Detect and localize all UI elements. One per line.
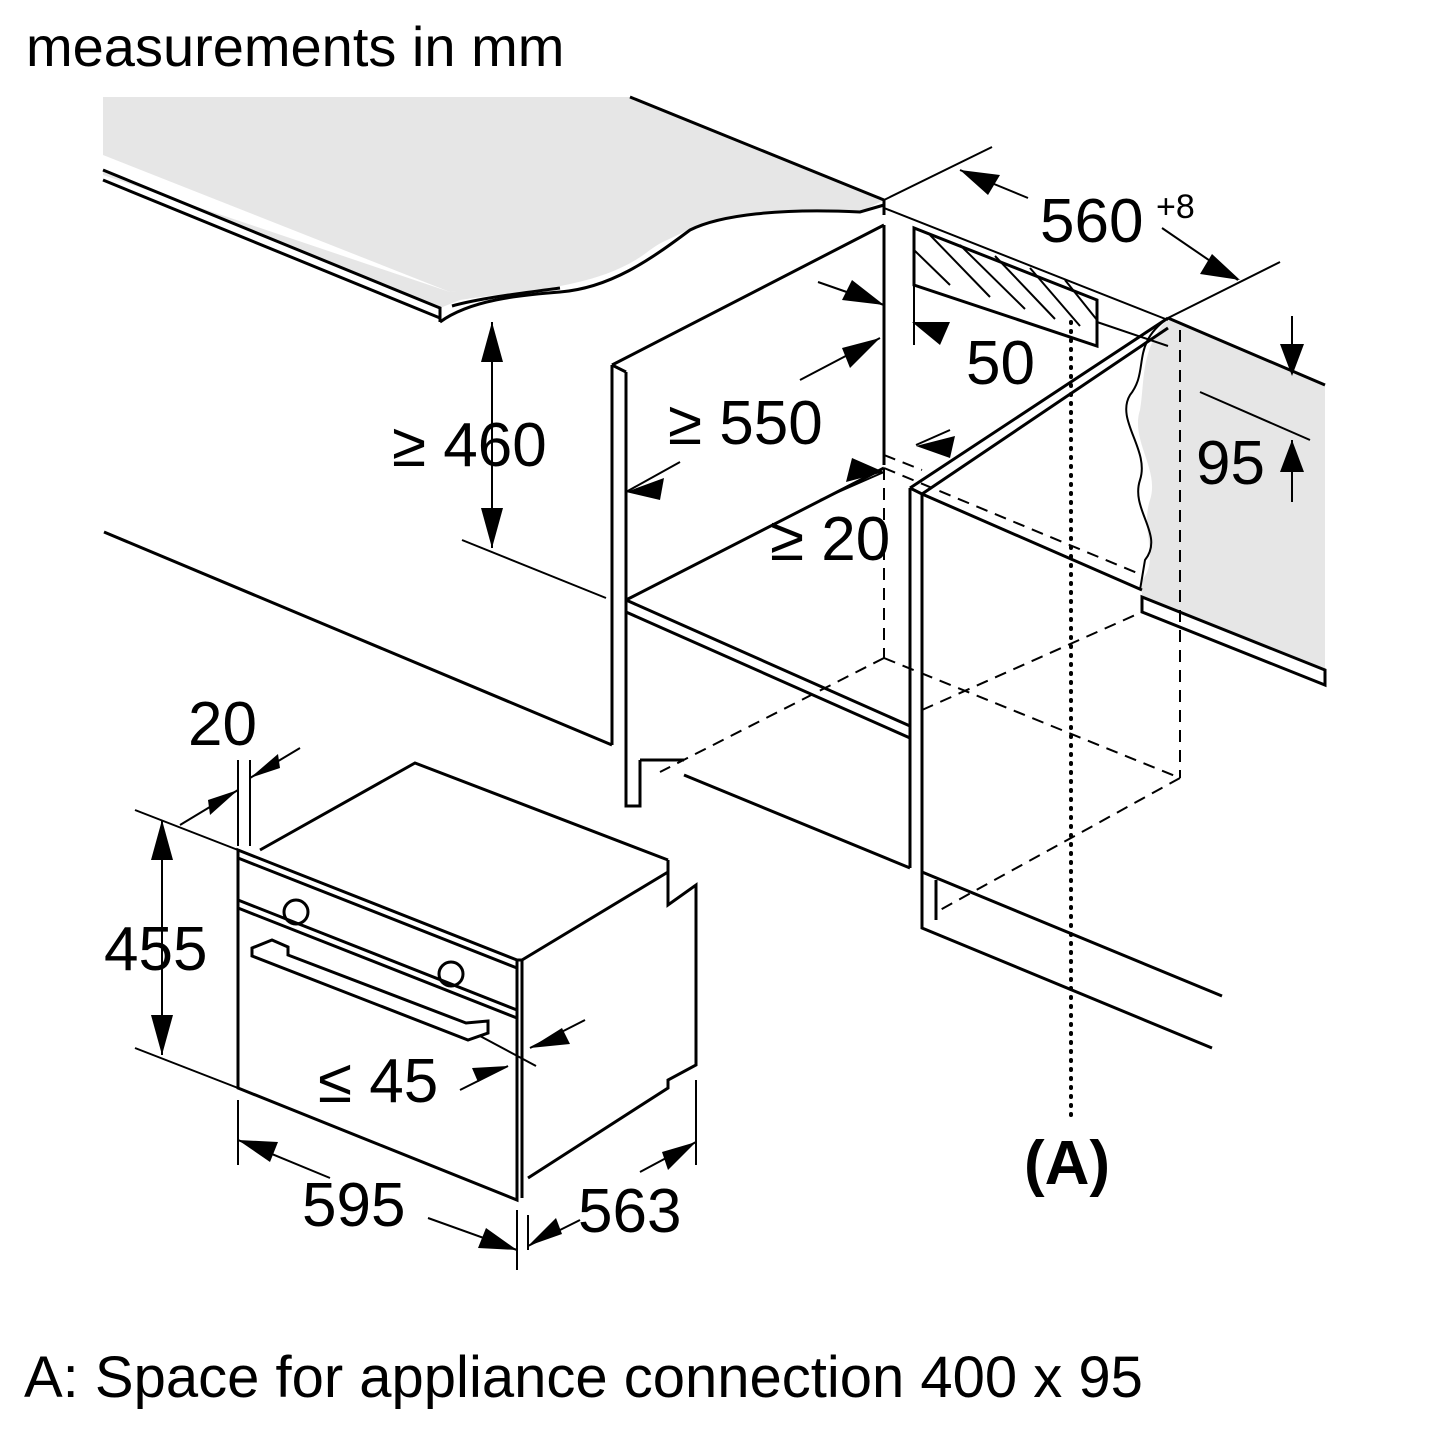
dim-niche-depth: ≥ 550 bbox=[668, 389, 823, 458]
connection-marker-label: (A) bbox=[1024, 1129, 1110, 1198]
worktop-right bbox=[1125, 316, 1327, 688]
dim-rear-gap: 50 bbox=[966, 329, 1035, 398]
worktop-left bbox=[102, 95, 886, 324]
dim-niche-width-tolerance: +8 bbox=[1156, 188, 1195, 226]
footer-note: A: Space for appliance connection 400 x … bbox=[24, 1345, 1143, 1410]
cabinet-outline bbox=[103, 223, 1223, 1050]
dim-niche-width: 560 bbox=[1040, 187, 1143, 256]
oven bbox=[236, 761, 698, 1203]
dim-oven-width: 595 bbox=[302, 1171, 405, 1240]
knob-right-icon bbox=[437, 960, 465, 988]
dim-socket-height: 95 bbox=[1196, 429, 1265, 498]
dimension-lines bbox=[134, 146, 1311, 1270]
dim-oven-depth: 563 bbox=[578, 1177, 681, 1246]
rear-wall-hatch bbox=[883, 207, 1169, 349]
dim-oven-height: 455 bbox=[104, 915, 207, 984]
header-title: measurements in mm bbox=[26, 15, 565, 78]
dim-side-panel: ≥ 20 bbox=[770, 505, 890, 574]
door-handle bbox=[250, 938, 490, 1042]
knob-left-icon bbox=[282, 898, 310, 926]
dim-door-protrusion: ≤ 45 bbox=[318, 1047, 438, 1116]
dim-worktop-clearance: ≥ 460 bbox=[392, 411, 547, 480]
dim-oven-front-overhang: 20 bbox=[188, 690, 257, 759]
